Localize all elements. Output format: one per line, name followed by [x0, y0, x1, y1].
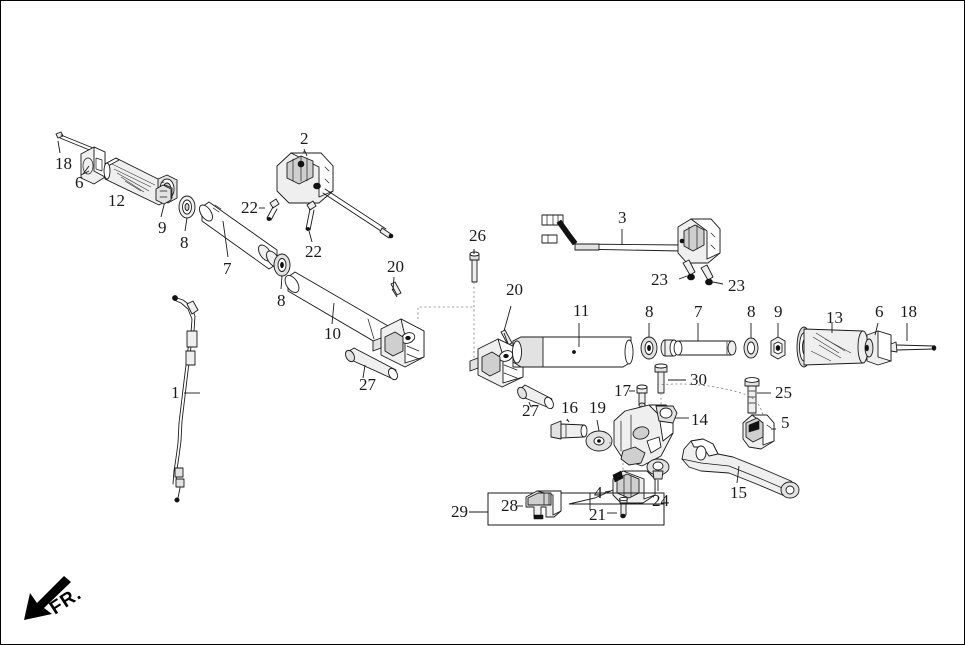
callout-2: 2 — [300, 129, 309, 148]
part-27-clamp-bolt-left — [345, 347, 398, 381]
part-13-grip-rubber-right — [796, 323, 869, 368]
part-30-mounting-screw — [654, 363, 686, 394]
callout-8: 8 — [180, 233, 189, 252]
callout-15: 15 — [730, 483, 747, 502]
part-3-right-switch-harness — [541, 214, 721, 264]
callout-21: 21 — [589, 505, 606, 524]
callout-10: 10 — [324, 324, 341, 343]
part-9-collar-left — [155, 184, 172, 205]
part-15-brake-lever — [681, 438, 800, 499]
group-leader-21 — [589, 492, 607, 510]
part-28-switch-bracket — [517, 490, 562, 520]
part-20-alignment-pin-right — [500, 305, 513, 347]
part-8-collar-3 — [640, 323, 658, 360]
callout-17: 17 — [614, 381, 631, 400]
part-2-left-switch-assembly — [276, 148, 394, 239]
part-9-nut-right — [770, 323, 786, 360]
assembly-guide-top — [656, 383, 764, 431]
callout-20: 20 — [387, 257, 404, 276]
part-8-collar-2 — [273, 253, 291, 290]
group-leader-4 — [568, 489, 664, 505]
part-7-handlebar-tube-left — [199, 201, 280, 270]
callout-23: 23 — [651, 270, 668, 289]
callout-22-lower: 22 — [305, 242, 322, 261]
part-left-handlebar-clamp — [372, 318, 425, 368]
callout-3: 3 — [618, 208, 627, 227]
part-22-switch-screws — [259, 198, 317, 243]
callout-14: 14 — [691, 410, 708, 429]
part-18-bar-end-screw-right — [890, 323, 937, 353]
part-27-clamp-bolt-right-lower — [517, 384, 554, 410]
callout-18: 18 — [55, 154, 72, 173]
part-8-collar-4 — [743, 323, 759, 359]
assembly-guide-19 — [608, 441, 616, 444]
part-29-switch-kit-group — [469, 492, 665, 526]
part-18-bar-end-screw-left — [55, 131, 94, 154]
part-5-lever-pivot-bracket — [742, 414, 776, 450]
callout-27: 27 — [359, 375, 376, 394]
part-1-throttle-cable — [172, 295, 200, 503]
part-11-handlebar-right — [512, 323, 634, 368]
callout-1: 1 — [171, 383, 180, 402]
callout-7-right: 7 — [694, 302, 703, 321]
callout-6-right: 6 — [875, 302, 884, 321]
callout-4: 4 — [594, 483, 603, 502]
callout-8-second: 8 — [277, 291, 286, 310]
callout-22: 22 — [241, 198, 258, 217]
callout-28: 28 — [501, 496, 518, 515]
part-4-brake-light-switch — [604, 470, 656, 504]
part-24-rubber-boot — [646, 458, 670, 491]
callout-9-right: 9 — [774, 302, 783, 321]
part-23-switch-screws-right — [678, 259, 724, 286]
part-6-bar-end-weight-right — [864, 322, 892, 366]
part-25-clamp-bolt-right — [744, 377, 771, 414]
callout-18-right: 18 — [900, 302, 917, 321]
callout-6: 6 — [75, 173, 84, 192]
part-8-collar-left — [178, 195, 196, 232]
callout-9: 9 — [158, 218, 167, 237]
part-21-switch-screw — [607, 496, 628, 519]
callout-11: 11 — [573, 301, 590, 320]
part-6-bar-end-weight-left — [80, 146, 106, 185]
callout-5: 5 — [781, 413, 790, 432]
part-19-washer — [585, 419, 613, 452]
callout-24: 24 — [652, 491, 669, 510]
callout-25: 25 — [775, 383, 792, 402]
part-20-alignment-pin-left — [390, 276, 402, 298]
callout-27-lower: 27 — [522, 401, 539, 420]
callout-20-right: 20 — [506, 280, 523, 299]
callout-13: 13 — [826, 308, 843, 327]
callout-12: 12 — [108, 191, 125, 210]
callout-26: 26 — [469, 226, 486, 245]
part-7-handlebar-tube-right — [660, 323, 737, 357]
callout-23-right-2: 23 — [728, 276, 745, 295]
assembly-guide-clamp-link — [417, 306, 474, 319]
part-17-bleeder-screw — [629, 384, 648, 408]
callout-29: 29 — [451, 502, 468, 521]
part-14-master-cylinder — [613, 404, 689, 467]
part-16-pivot-bolt — [550, 418, 588, 440]
part-26-bar-clamp-bolt — [469, 249, 480, 283]
callout-30: 30 — [690, 370, 707, 389]
front-direction-arrow — [24, 576, 71, 620]
callout-7: 7 — [223, 259, 232, 278]
callout-16: 16 — [561, 398, 578, 417]
callout-19: 19 — [589, 398, 606, 417]
callout-8-third: 8 — [645, 302, 654, 321]
callout-8-fourth: 8 — [747, 302, 756, 321]
